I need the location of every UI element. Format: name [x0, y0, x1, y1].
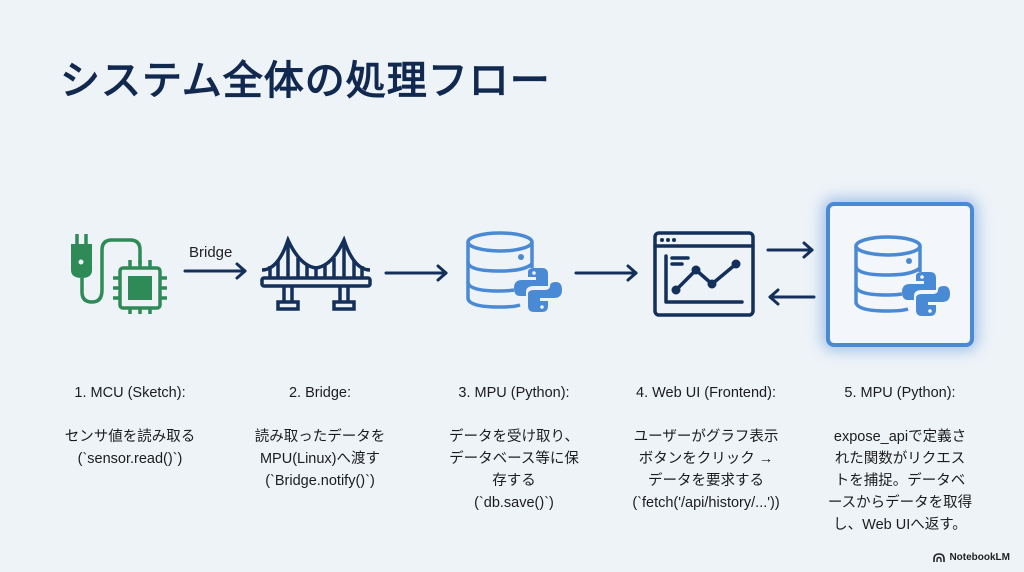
- step-body: センサ値を読み取る (`sensor.read()`): [64, 429, 196, 467]
- mcu-chip-plug-icon: [71, 234, 167, 314]
- step-heading: 5. MPU (Python):: [844, 385, 956, 401]
- step-heading: 1. MCU (Sketch):: [74, 385, 186, 401]
- step-1-description: 1. MCU (Sketch): センサ値を読み取る (`sensor.read…: [40, 360, 220, 492]
- page-title: システム全体の処理フロー: [60, 58, 551, 104]
- database-python-icon: [466, 231, 562, 312]
- watermark-text: NotebookLM: [949, 552, 1010, 563]
- step-body: 読み取ったデータを MPU(Linux)へ渡す (`Bridge.notify(…: [254, 429, 386, 489]
- step-5-description: 5. MPU (Python): expose_apiで定義さ れた関数がリクエ…: [810, 360, 990, 558]
- step-body: ユーザーがグラフ表示 ボタンをクリック → データを要求する (`fetch('…: [632, 429, 780, 511]
- arrow-left-icon: [768, 288, 816, 306]
- step-3-description: 3. MPU (Python): データを受け取り、 データベース等に保 存する…: [424, 360, 604, 536]
- step-2-description: 2. Bridge: 読み取ったデータを MPU(Linux)へ渡す (`Bri…: [230, 360, 410, 514]
- bridge-arrow-label: Bridge: [189, 244, 233, 261]
- arrow-right-icon: [384, 264, 448, 282]
- step-heading: 3. MPU (Python):: [458, 385, 570, 401]
- arrow-right-icon: [183, 262, 247, 280]
- step-body: データを受け取り、 データベース等に保 存する (`db.save()`): [449, 429, 579, 511]
- notebooklm-logo-icon: [933, 553, 946, 562]
- highlighted-node-box: [826, 202, 974, 347]
- step-4-description: 4. Web UI (Frontend): ユーザーがグラフ表示 ボタンをクリッ…: [606, 360, 806, 536]
- bridge-icon: [260, 236, 372, 311]
- arrow-right-icon: [574, 264, 638, 282]
- notebooklm-watermark: NotebookLM: [933, 552, 1010, 563]
- web-chart-window-icon: [653, 231, 755, 317]
- arrow-right-icon: [766, 241, 814, 259]
- database-python-icon: [854, 235, 950, 316]
- step-heading: 2. Bridge:: [288, 385, 352, 401]
- step-body: expose_apiで定義さ れた関数がリクエス トを捕捉。データベ ースからデ…: [827, 429, 973, 533]
- step-heading: 4. Web UI (Frontend):: [636, 385, 776, 401]
